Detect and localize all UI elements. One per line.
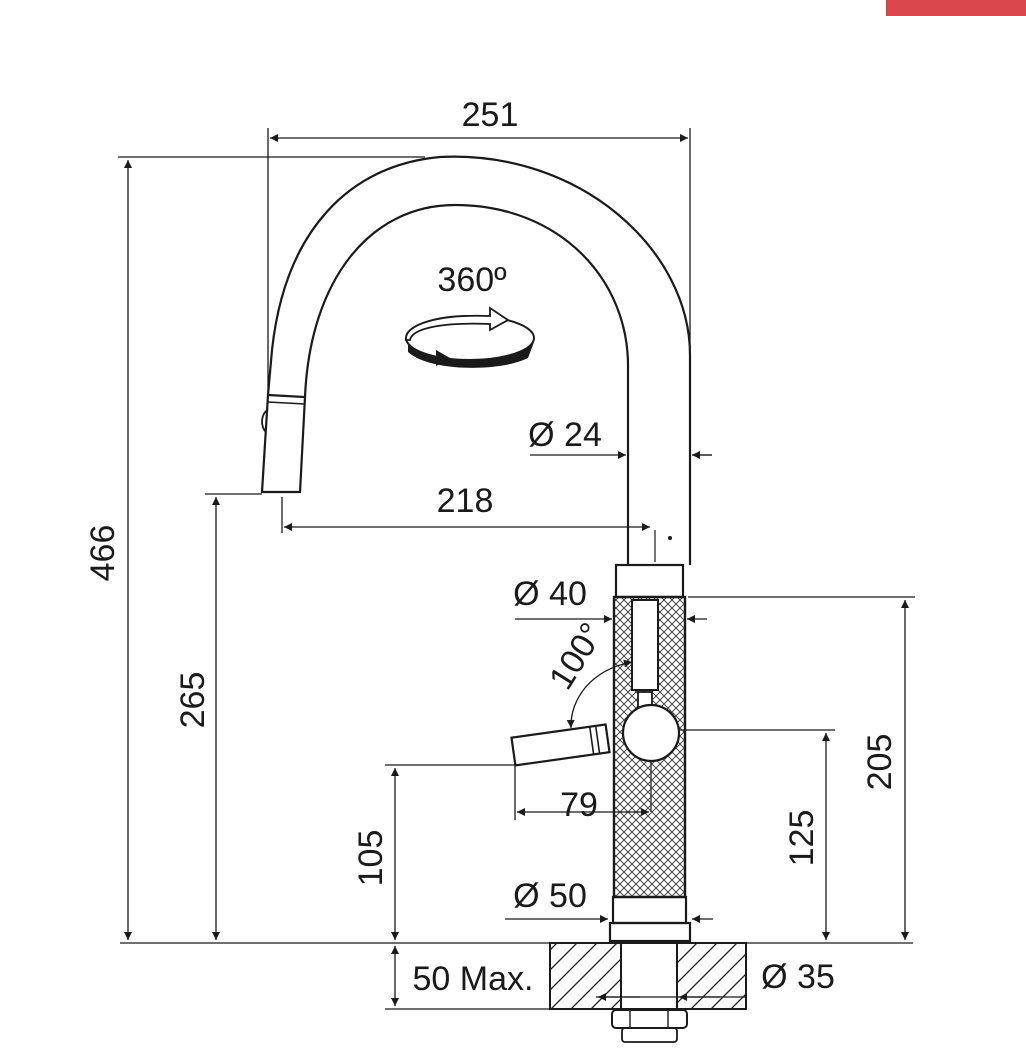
dim-spray-height-label: 265: [174, 672, 212, 729]
dim-lever-reach-label: 79: [560, 786, 598, 824]
dim-lever-angle-label: 100°: [542, 616, 611, 696]
dim-spray-reach-label: 218: [437, 482, 494, 520]
dim-lever-pivot-height-label: 125: [783, 810, 821, 867]
dim-total-height-label: 466: [84, 525, 122, 582]
rotation-arrow-icon: [405, 306, 535, 368]
dim-body-diameter-label: Ø 40: [513, 575, 587, 613]
dim-base-diameter-label: Ø 50: [513, 877, 587, 915]
dim-reach-label: 251: [462, 96, 519, 134]
dim-rotation-label: 360º: [437, 261, 506, 299]
dim-tail-diameter-label: Ø 35: [761, 958, 835, 996]
dim-body-height-label: 205: [861, 734, 899, 791]
dimension-lines: [118, 128, 915, 1010]
dim-spout-diameter-label: Ø 24: [528, 416, 602, 454]
dim-lever-tip-height-label: 105: [352, 830, 390, 887]
dim-deck-thickness-label: 50 Max.: [413, 960, 534, 998]
brand-accent-bar: [886, 0, 1026, 16]
